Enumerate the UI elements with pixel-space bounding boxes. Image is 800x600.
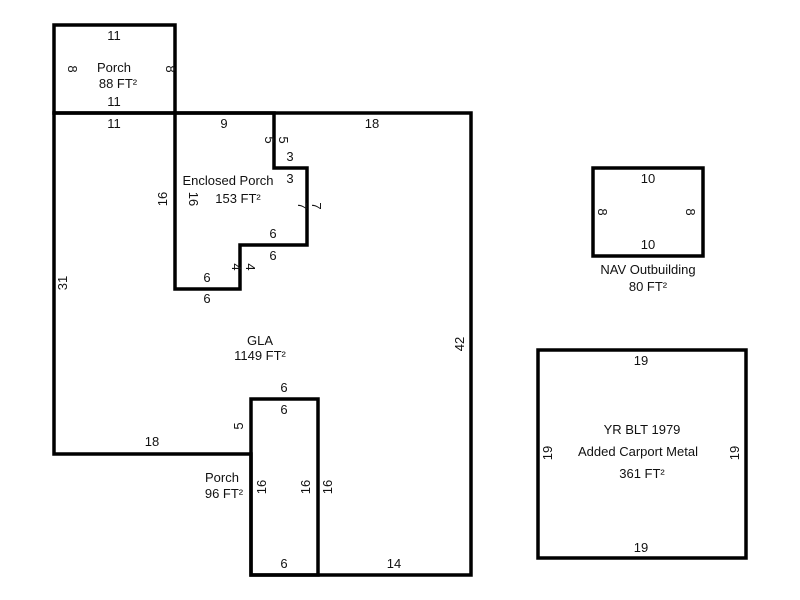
dim-label: 19 [634,353,648,368]
area-size: 1149 FT² [234,348,286,363]
dim-label: 5 [262,136,277,143]
area-name: GLA [247,333,273,348]
dim-label: 6 [280,402,287,417]
dim-label: 18 [365,116,379,131]
dim-label: 8 [683,208,698,215]
porch-bottom-outline [249,397,320,577]
dim-label: 8 [163,65,178,72]
dim-label: 6 [280,380,287,395]
dim-label: 6 [280,556,287,571]
dim-label: 31 [55,276,70,290]
dim-label: 16 [298,480,313,494]
dim-label: 6 [269,248,276,263]
carport-year-built: YR BLT 1979 [604,422,681,437]
dim-label: 10 [641,237,655,252]
dim-label: 16 [320,480,335,494]
dim-label: 4 [243,263,258,270]
dim-label: 4 [229,263,244,270]
dim-label: 19 [540,446,555,460]
dim-label: 19 [727,446,742,460]
area-size: 153 FT² [215,191,261,206]
nav-outbuilding-outline [591,166,705,258]
dim-label: 8 [65,65,80,72]
dim-label: 16 [155,192,170,206]
dim-label: 11 [107,28,121,43]
area-size: 96 FT² [205,486,244,501]
area-size: 361 FT² [619,466,665,481]
dim-label: 14 [387,556,401,571]
dim-label: 10 [641,171,655,186]
dim-label: 11 [107,94,121,109]
dim-label: 3 [286,171,293,186]
area-name: Porch [205,470,239,485]
dim-label: 6 [203,270,210,285]
dim-label: 6 [203,291,210,306]
dim-label: 5 [231,422,246,429]
enclosed-porch-outline [173,111,309,291]
dim-label: 16 [186,192,201,206]
area-name: Porch [97,60,131,75]
area-size: 88 FT² [99,76,138,91]
dim-label: 9 [220,116,227,131]
dim-label: 7 [295,202,310,209]
area-name: NAV Outbuilding [600,262,695,277]
area-name: Enclosed Porch [182,173,273,188]
dim-label: 7 [309,202,324,209]
area-name: Added Carport Metal [578,444,698,459]
dim-label: 16 [254,480,269,494]
dim-label: 5 [276,136,291,143]
dim-label: 11 [107,116,121,131]
dim-label: 3 [286,149,293,164]
dim-label: 8 [595,208,610,215]
dim-label: 18 [145,434,159,449]
area-size: 80 FT² [629,279,668,294]
carport-outline [536,348,748,560]
dim-label: 19 [634,540,648,555]
dim-label: 6 [269,226,276,241]
dim-label: 42 [452,337,467,351]
